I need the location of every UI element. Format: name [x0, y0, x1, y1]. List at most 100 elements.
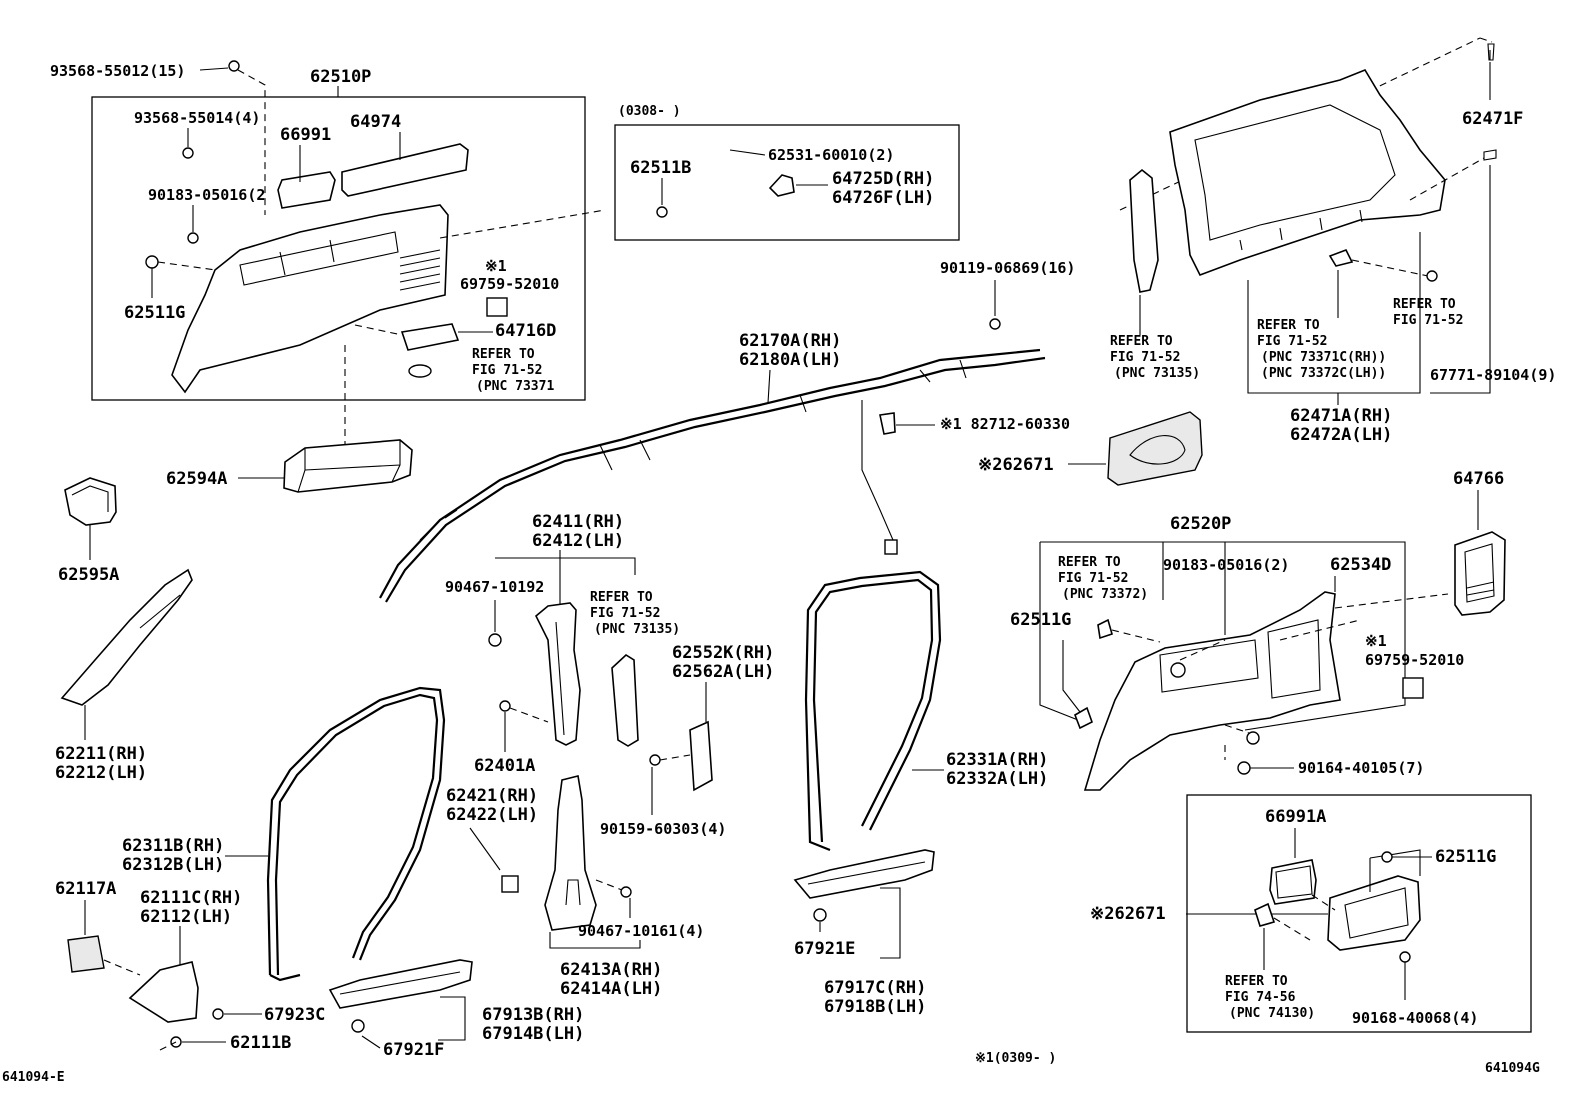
label-69759-52010-b[interactable]: 69759-52010 — [1365, 651, 1464, 669]
bracket-82712 — [879, 412, 896, 435]
label-refer-c1[interactable]: REFER TO — [1110, 334, 1173, 349]
label-62595a[interactable]: 62595A — [58, 565, 119, 585]
clip-74130 — [1254, 902, 1276, 927]
label-64766[interactable]: 64766 — [1453, 469, 1504, 489]
label-62332a[interactable]: 62332A(LH) — [946, 769, 1048, 789]
label-refer-e1[interactable]: REFER TO — [1393, 297, 1456, 312]
label-refer-f1[interactable]: REFER TO — [1058, 555, 1121, 570]
label-62510p[interactable]: 62510P — [310, 67, 371, 87]
label-x2-62671-b[interactable]: ※262671 — [1090, 904, 1166, 924]
label-refer-d4[interactable]: (PNC 73372C(LH)) — [1261, 366, 1386, 381]
label-62111c[interactable]: 62111C(RH) — [140, 888, 242, 908]
label-refer-f2[interactable]: FIG 71-52 — [1058, 571, 1128, 586]
label-refer-g1[interactable]: REFER TO — [1225, 974, 1288, 989]
label-69759-52010-a[interactable]: 69759-52010 — [460, 275, 559, 293]
label-67918b[interactable]: 67918B(LH) — [824, 997, 926, 1017]
cover-62421 — [501, 875, 519, 893]
clip-icon — [656, 206, 668, 218]
label-refer-e2[interactable]: FIG 71-52 — [1393, 313, 1463, 328]
label-62531-60010[interactable]: 62531-60010(2) — [768, 146, 894, 164]
label-62414a[interactable]: 62414A(LH) — [560, 979, 662, 999]
label-62421[interactable]: 62421(RH) — [446, 786, 538, 806]
label-refer-b1[interactable]: REFER TO — [590, 590, 653, 605]
label-62471f[interactable]: 62471F — [1462, 109, 1523, 129]
label-64716d[interactable]: 64716D — [495, 321, 556, 341]
connector-icon — [884, 539, 898, 555]
label-90183-05016-b[interactable]: 90183-05016(2) — [1163, 556, 1289, 574]
label-62472a[interactable]: 62472A(LH) — [1290, 425, 1392, 445]
belt-adjuster-62552k — [689, 720, 713, 792]
label-62311b[interactable]: 62311B(RH) — [122, 836, 224, 856]
quarter-trim-panel-rh-62520p — [1083, 591, 1341, 791]
label-62170a[interactable]: 62170A(RH) — [739, 331, 841, 351]
label-x1-b[interactable]: ※1 — [1365, 632, 1387, 650]
label-93568-55014[interactable]: 93568-55014(4) — [134, 109, 260, 127]
scuff-plate-67913b — [328, 959, 473, 1009]
label-x1-a[interactable]: ※1 — [485, 257, 507, 275]
label-90164-40105[interactable]: 90164-40105(7) — [1298, 759, 1424, 777]
label-64725d[interactable]: 64725D(RH) — [832, 169, 934, 189]
label-67914b[interactable]: 67914B(LH) — [482, 1024, 584, 1044]
label-90467-10192[interactable]: 90467-10192 — [445, 578, 544, 596]
screw-icon — [1237, 761, 1251, 775]
label-62534d[interactable]: 62534D — [1330, 555, 1391, 575]
label-67921f[interactable]: 67921F — [383, 1040, 444, 1060]
label-refer-a1[interactable]: REFER TO — [472, 347, 535, 362]
label-62180a[interactable]: 62180A(LH) — [739, 350, 841, 370]
label-62511g-b[interactable]: 62511G — [1010, 610, 1071, 630]
label-67921e[interactable]: 67921E — [794, 939, 855, 959]
label-refer-b3[interactable]: (PNC 73135) — [594, 622, 680, 637]
label-62312b[interactable]: 62312B(LH) — [122, 855, 224, 875]
label-62511g-a[interactable]: 62511G — [124, 303, 185, 323]
label-x2-62671-a[interactable]: ※262671 — [978, 455, 1054, 475]
label-62552k[interactable]: 62552K(RH) — [672, 643, 774, 663]
upper-right-quarter-trim-group: 62471F REFER TO FIG 71-52 (PNC 73135) RE… — [1110, 37, 1556, 445]
label-67923c[interactable]: 67923C — [264, 1005, 325, 1025]
label-62331a[interactable]: 62331A(RH) — [946, 750, 1048, 770]
label-refer-f3[interactable]: (PNC 73372) — [1062, 587, 1148, 602]
label-refer-d2[interactable]: FIG 71-52 — [1257, 334, 1327, 349]
label-62411[interactable]: 62411(RH) — [532, 512, 624, 532]
label-62412[interactable]: 62412(LH) — [532, 531, 624, 551]
label-62413a[interactable]: 62413A(RH) — [560, 960, 662, 980]
label-62511g-c[interactable]: 62511G — [1435, 847, 1496, 867]
label-62520p[interactable]: 62520P — [1170, 514, 1231, 534]
label-62471a[interactable]: 62471A(RH) — [1290, 406, 1392, 426]
label-62422[interactable]: 62422(LH) — [446, 805, 538, 825]
label-refer-g3[interactable]: (PNC 74130) — [1229, 1006, 1315, 1021]
label-67771-89104[interactable]: 67771-89104(9) — [1430, 366, 1556, 384]
label-62511b[interactable]: 62511B — [630, 158, 691, 178]
label-62111b[interactable]: 62111B — [230, 1033, 291, 1053]
label-62594a[interactable]: 62594A — [166, 469, 227, 489]
label-x1-82712[interactable]: ※1 82712-60330 — [940, 415, 1070, 433]
label-refer-a2[interactable]: FIG 71-52 — [472, 363, 542, 378]
rear-quarter-trim-lh-group: 93568-55012(15) 62510P 93568-55014(4) 66… — [50, 60, 606, 445]
label-90168-40068[interactable]: 90168-40068(4) — [1352, 1009, 1478, 1027]
label-refer-b2[interactable]: FIG 71-52 — [590, 606, 660, 621]
label-93568-55012[interactable]: 93568-55012(15) — [50, 62, 185, 80]
label-64974[interactable]: 64974 — [350, 112, 401, 132]
label-90467-10161[interactable]: 90467-10161(4) — [578, 922, 704, 940]
label-62562a[interactable]: 62562A(LH) — [672, 662, 774, 682]
label-66991[interactable]: 66991 — [280, 125, 331, 145]
label-67913b[interactable]: 67913B(RH) — [482, 1005, 584, 1025]
label-refer-g2[interactable]: FIG 74-56 — [1225, 990, 1296, 1005]
label-62401a[interactable]: 62401A — [474, 756, 535, 776]
label-refer-d1[interactable]: REFER TO — [1257, 318, 1320, 333]
label-62211[interactable]: 62211(RH) — [55, 744, 147, 764]
label-90183-05016-a[interactable]: 90183-05016(2 — [148, 186, 265, 204]
label-90159-60303[interactable]: 90159-60303(4) — [600, 820, 726, 838]
label-refer-c2[interactable]: FIG 71-52 — [1110, 350, 1180, 365]
clip-62511g — [1097, 618, 1113, 640]
label-90119-06869[interactable]: 90119-06869(16) — [940, 259, 1075, 277]
label-62112[interactable]: 62112(LH) — [140, 907, 232, 927]
label-62117a[interactable]: 62117A — [55, 879, 116, 899]
label-62212[interactable]: 62212(LH) — [55, 763, 147, 783]
label-refer-a3[interactable]: (PNC 73371 — [476, 379, 554, 394]
label-refer-c3[interactable]: (PNC 73135) — [1114, 366, 1200, 381]
label-refer-d3[interactable]: (PNC 73371C(RH)) — [1261, 350, 1386, 365]
label-67917c[interactable]: 67917C(RH) — [824, 978, 926, 998]
label-66991a[interactable]: 66991A — [1265, 807, 1326, 827]
label-64726f[interactable]: 64726F(LH) — [832, 188, 934, 208]
